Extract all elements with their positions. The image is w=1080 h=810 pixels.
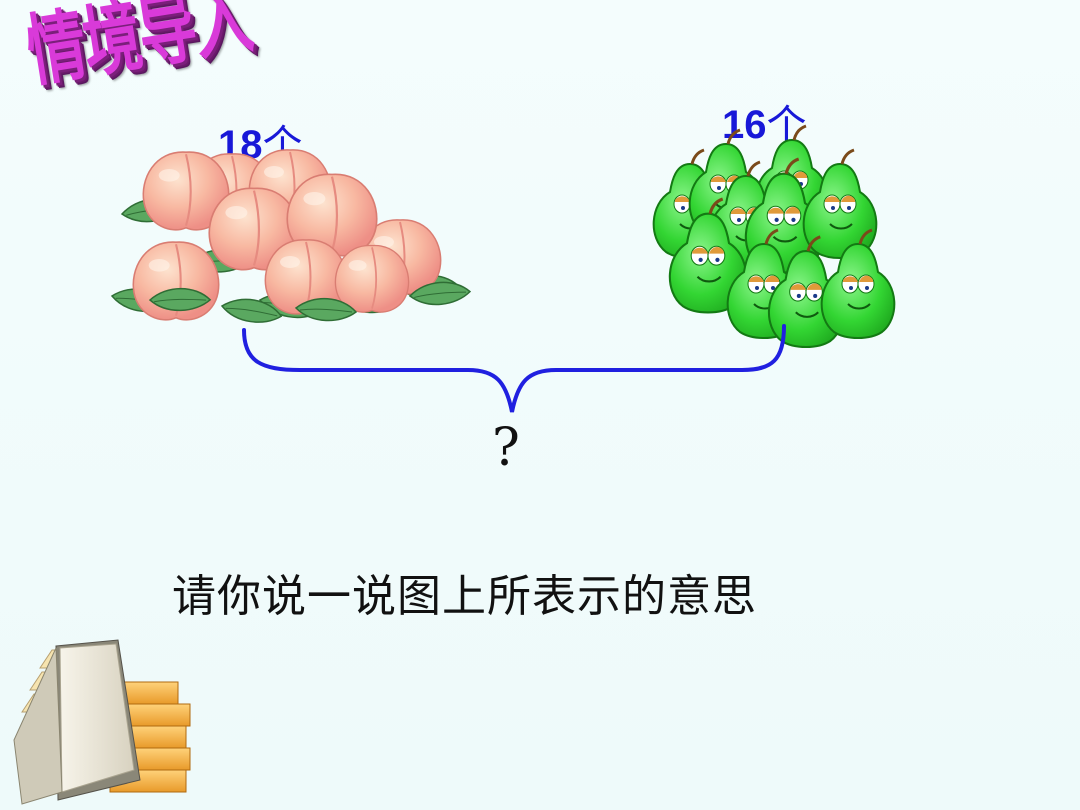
pear-count-label: 16个: [722, 92, 807, 150]
grouping-brace: [242, 324, 786, 413]
peach-pile-illustration: [110, 148, 472, 326]
pear-pile-illustration: [652, 124, 896, 349]
book-stack-icon: [13, 639, 191, 805]
question-mark: ?: [492, 418, 520, 478]
instruction-text: 请你说一说图上所表示的意思: [172, 571, 757, 622]
